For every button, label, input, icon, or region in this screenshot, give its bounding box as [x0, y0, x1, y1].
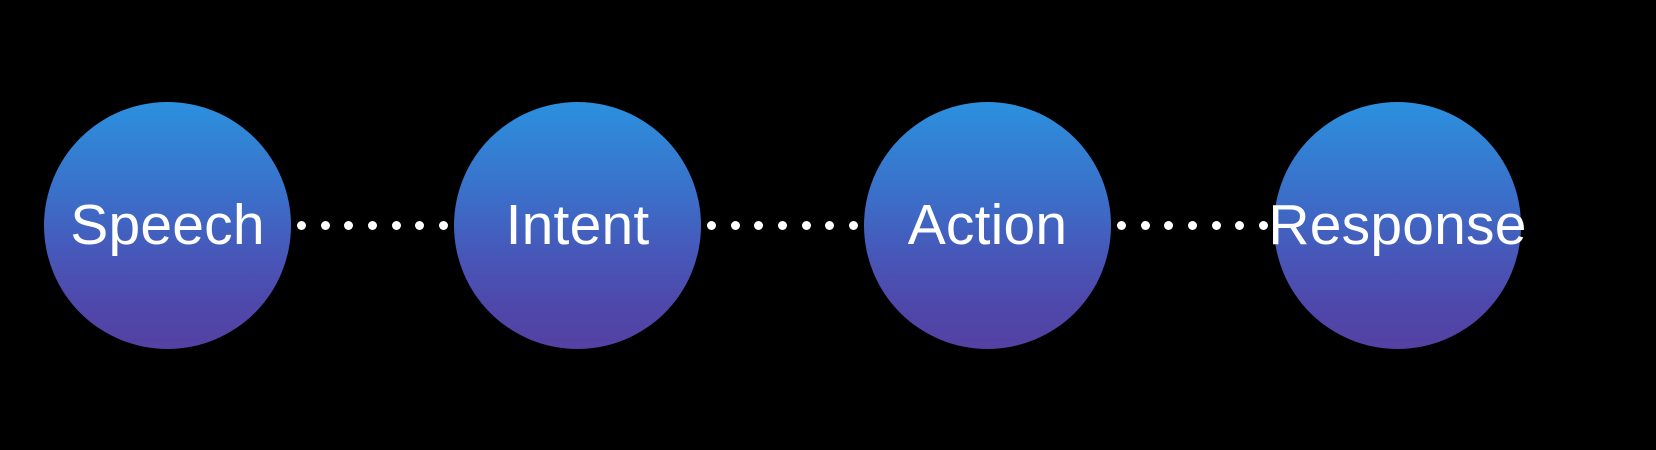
connector-dot: [344, 220, 354, 230]
connector-dot: [1258, 220, 1268, 230]
connector-dot: [848, 220, 858, 230]
connector-dot: [1187, 220, 1197, 230]
pipeline-node-label: Speech: [70, 192, 265, 257]
pipeline-node-intent[interactable]: Intent: [454, 101, 701, 349]
connector-dot: [1140, 220, 1150, 230]
connector-dot: [825, 220, 835, 230]
connector-dot: [438, 220, 448, 230]
connector-dot: [730, 220, 740, 230]
pipeline-node-label: Intent: [505, 192, 650, 257]
connector-dot: [1164, 220, 1174, 230]
pipeline-node-label: Action: [907, 192, 1068, 257]
connector-dot: [1211, 220, 1221, 230]
pipeline-node-action[interactable]: Action: [864, 101, 1111, 349]
connector-dot: [391, 220, 401, 230]
pipeline-node-label: Response: [1268, 192, 1527, 257]
connector-dot: [320, 220, 330, 230]
connector-dot: [297, 220, 306, 230]
pipeline-connector-1: [291, 218, 454, 232]
connector-dot: [415, 220, 425, 230]
pipeline-connector-3: [1111, 218, 1274, 232]
connector-dot: [801, 220, 811, 230]
connector-dot: [777, 220, 787, 230]
pipeline-node-speech[interactable]: Speech: [44, 101, 291, 349]
connector-dot: [367, 220, 377, 230]
pipeline-connector-2: [701, 218, 864, 232]
connector-dot: [707, 220, 716, 230]
pipeline-node-response[interactable]: Response: [1268, 101, 1526, 349]
connector-dot: [1117, 220, 1126, 230]
connector-dot: [1235, 220, 1245, 230]
connector-dot: [754, 220, 764, 230]
